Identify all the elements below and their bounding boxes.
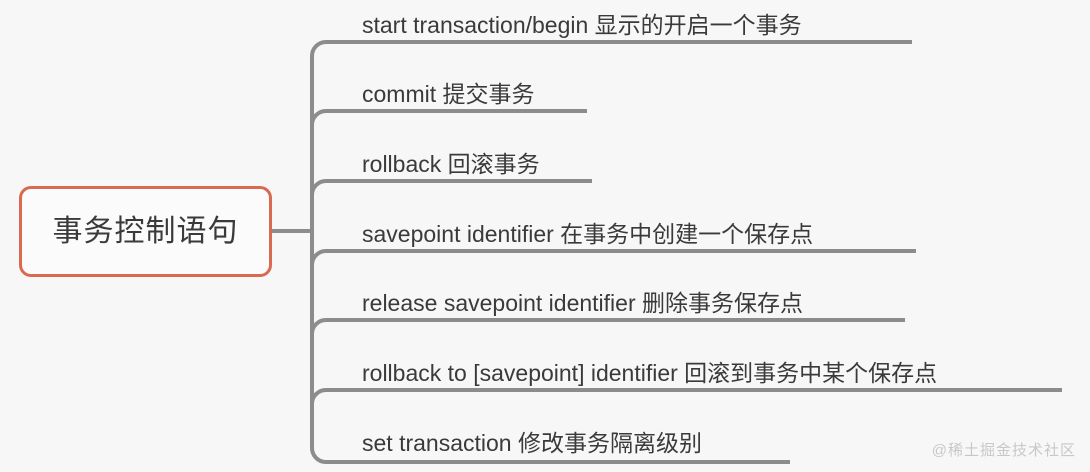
branch-label-release-savepoint[interactable]: release savepoint identifier 删除事务保存点 <box>362 290 803 316</box>
root-node[interactable]: 事务控制语句 <box>19 186 272 277</box>
branch-label-savepoint-identifier[interactable]: savepoint identifier 在事务中创建一个保存点 <box>362 221 814 247</box>
branch-connector-6 <box>310 388 1062 405</box>
branch-connector-1 <box>310 40 912 57</box>
watermark-text: @稀土掘金技术社区 <box>931 442 1076 459</box>
branch-label-set-transaction[interactable]: set transaction 修改事务隔离级别 <box>362 430 702 456</box>
branch-connector-3 <box>310 179 592 196</box>
root-node-label: 事务控制语句 <box>52 214 239 248</box>
branch-label-start-transaction[interactable]: start transaction/begin 显示的开启一个事务 <box>362 12 802 38</box>
branch-connector-4 <box>310 249 916 266</box>
branch-label-rollback-to-savepoint[interactable]: rollback to [savepoint] identifier 回滚到事务… <box>362 360 938 386</box>
branch-connector-5 <box>310 318 905 335</box>
branch-label-rollback[interactable]: rollback 回滚事务 <box>362 151 540 177</box>
branch-connector-2 <box>310 109 587 126</box>
branch-label-commit[interactable]: commit 提交事务 <box>362 81 535 107</box>
